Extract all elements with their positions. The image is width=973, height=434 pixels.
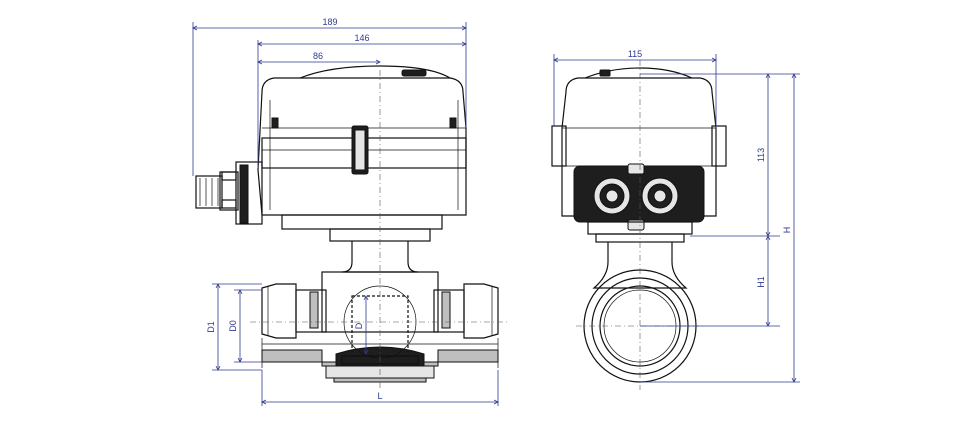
dimension-L: L	[377, 391, 382, 401]
front-actuator-housing	[257, 65, 467, 230]
front-cable-glands	[195, 161, 263, 225]
dimension-113: 113	[756, 148, 766, 162]
dimension-115: 115	[628, 49, 642, 59]
dimension-H1: H1	[756, 276, 766, 288]
front-view	[195, 65, 510, 390]
dimension-86: 86	[313, 51, 323, 61]
side-dimensions: 115 113 H1 H	[554, 49, 800, 382]
side-actuator-housing	[551, 67, 727, 243]
dimension-H: H	[782, 227, 792, 234]
front-dimensions: 189 146 86 D1 D0 D L	[193, 17, 498, 406]
dimension-D1: D1	[206, 321, 216, 333]
dimension-146: 146	[354, 33, 369, 43]
dimension-189: 189	[322, 17, 337, 27]
dimension-D0: D0	[228, 320, 238, 332]
side-view	[551, 60, 727, 390]
dimension-D: D	[354, 322, 364, 329]
